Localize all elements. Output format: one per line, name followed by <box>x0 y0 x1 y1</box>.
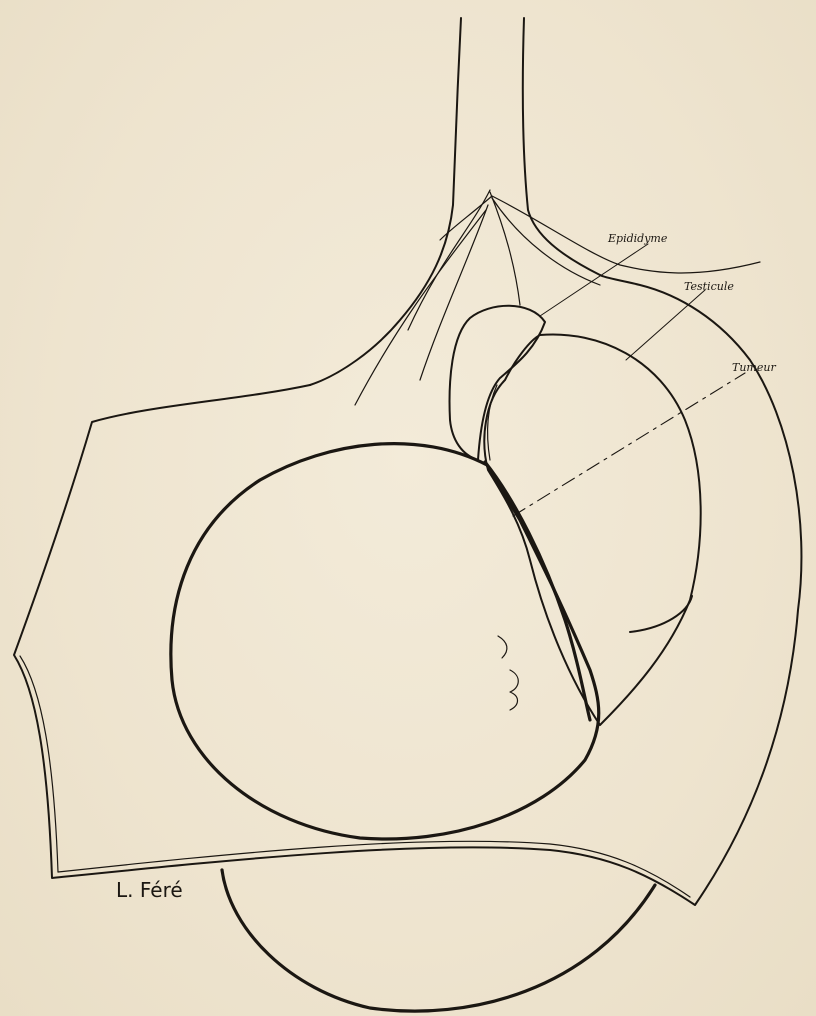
cord-strand-5 <box>440 196 492 240</box>
scrotal-sac-bottom <box>222 870 655 1011</box>
cord-strand-7 <box>492 198 600 285</box>
spermatic-cord-right <box>523 18 600 275</box>
label-testicule: Testicule <box>684 280 734 293</box>
testis-bulge <box>630 596 692 632</box>
cord-strand-1 <box>408 190 490 330</box>
label-epididyme: Epididyme <box>607 232 668 245</box>
leader-tumeur <box>513 373 745 516</box>
artist-signature: L. Féré <box>116 878 183 902</box>
tumor-surface-mark-1 <box>498 636 507 658</box>
label-tumeur: Tumeur <box>732 361 776 374</box>
tunica-flap-left-edge <box>20 656 58 872</box>
epididymis <box>450 306 545 460</box>
leader-testicule <box>626 290 705 360</box>
tunica-flap-outline <box>14 275 801 905</box>
tumor-outline <box>171 444 599 839</box>
cord-strand-3 <box>355 210 486 405</box>
leader-epididyme <box>540 244 648 316</box>
testis <box>484 334 700 725</box>
tumor-surface-mark-2 <box>510 670 518 710</box>
